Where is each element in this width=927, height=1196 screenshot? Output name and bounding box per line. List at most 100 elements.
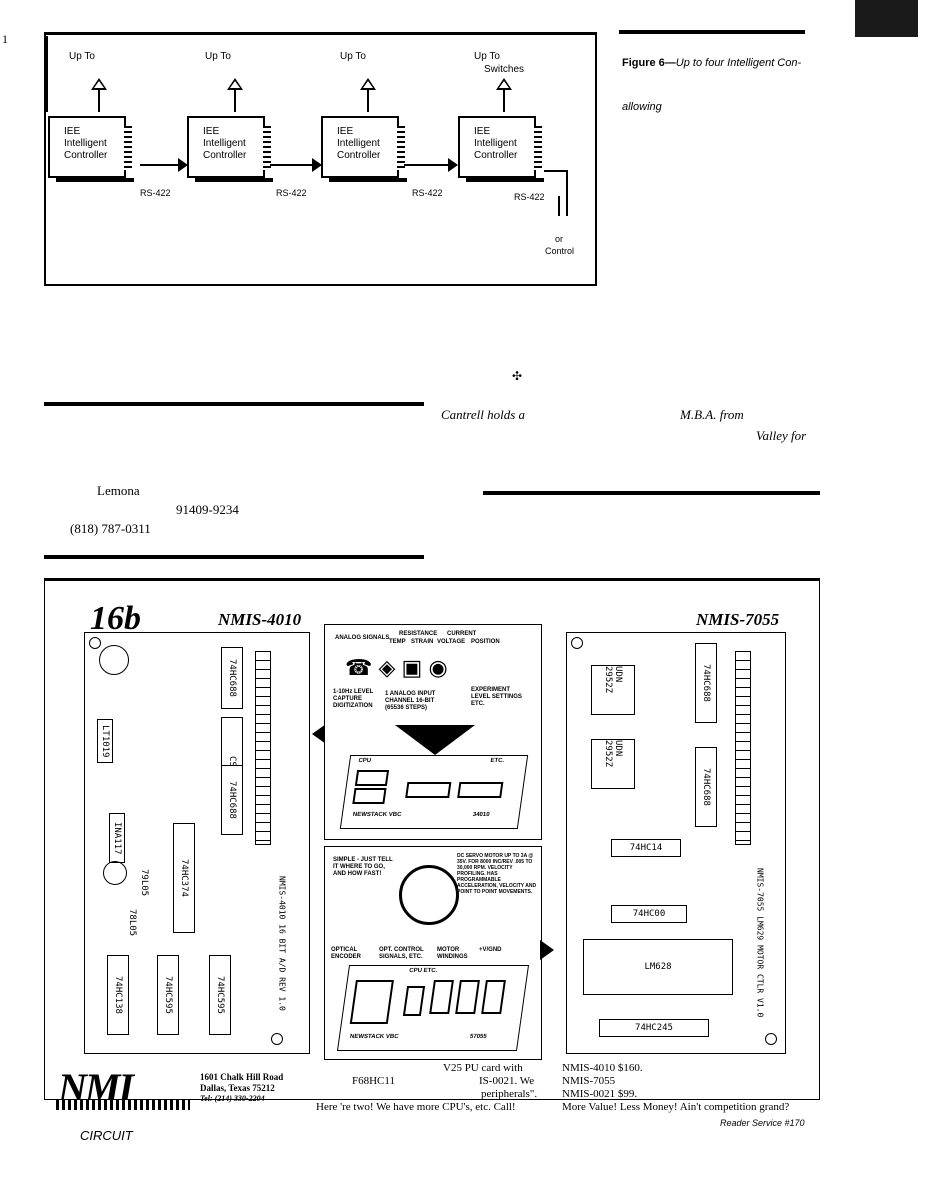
controller-3-pins: [397, 126, 405, 170]
chip-block-2: [352, 788, 387, 804]
ad-top-rule: [44, 578, 820, 580]
link-drop-4: [566, 170, 568, 216]
center-copy-5: Here 're two! We have more CPU's, etc. C…: [316, 1101, 516, 1113]
footer-circuit: CIRCUIT: [80, 1128, 133, 1143]
left-board-capacitor: [99, 645, 129, 675]
figure-number: Figure 6—: [622, 57, 676, 69]
center-panel-bottom: SIMPLE - JUST TELL IT WHERE TO GO, AND H…: [324, 846, 542, 1060]
margin-mark: 1: [2, 32, 8, 46]
rs422-label-1: RS-422: [140, 188, 171, 198]
link-line-4: [544, 170, 568, 172]
center-copy-1: V25 PU card with: [443, 1062, 523, 1074]
newstack-label-bottom: NEWSTACK VBC: [349, 1034, 399, 1040]
arrow-stem-2: [234, 90, 236, 112]
chip-block-9: [481, 980, 506, 1014]
figure-caption-text: Up to four Intelligent Con-: [675, 57, 802, 69]
arrow-stem-1: [98, 90, 100, 112]
address-zip: 91409-9234: [176, 502, 239, 517]
figure-left-bar: [44, 36, 48, 112]
signal-icons: ☎ ◈ ▣ ◉: [345, 655, 448, 680]
footer-reader-service: Reader Service #170: [720, 1118, 805, 1128]
chip-74hc245: 74HC245: [599, 1019, 709, 1037]
company-street: 1601 Chalk Hill Road: [200, 1072, 284, 1082]
up-to-label-4: Up To: [474, 51, 500, 62]
chip-74hc688-c: 74HC688: [695, 643, 717, 723]
controller-2-line1: IEE: [203, 126, 220, 137]
controller-4-line2: Intelligent: [474, 138, 517, 149]
right-board: 74HC688 74HC688 UDN 2952Z UDN 2952Z 74HC…: [566, 632, 786, 1054]
left-board-connector: [255, 651, 271, 845]
control-label: Control: [545, 246, 575, 256]
cpu-card-illustration-bottom: CPU ETC. NEWSTACK VBC 57055: [336, 965, 530, 1051]
switches-label: Switches: [484, 64, 525, 75]
chip-block-3: [405, 782, 452, 798]
newstack-label-top: NEWSTACK VBC: [352, 812, 402, 818]
controller-1-pins: [124, 126, 132, 170]
arrow-right-icon: [540, 940, 554, 960]
arrow-stem-4: [503, 90, 505, 112]
top-rule-right: [619, 30, 805, 34]
chip-lm628: LM628: [583, 939, 733, 995]
address-rule-bottom: [44, 555, 424, 559]
chip-block-6: [402, 986, 426, 1016]
up-to-label-3: Up To: [340, 51, 366, 62]
label-analog-input: 1 ANALOG INPUT CHANNEL 16-BIT (65536 STE…: [385, 691, 436, 711]
arrow-up-4: [496, 78, 512, 90]
address-rule-top: [44, 402, 424, 406]
label-vgnd: +V/GND: [479, 947, 502, 953]
chip-78l05: 78L05: [125, 903, 139, 943]
controller-1-line2: Intelligent: [64, 138, 107, 149]
link-line-2: [270, 164, 316, 166]
label-strain: STRAIN: [411, 639, 434, 645]
label-simple: SIMPLE - JUST TELL IT WHERE TO GO, AND H…: [333, 857, 393, 877]
label-optical-encoder: OPTICAL ENCODER: [331, 947, 362, 960]
controller-2-line3: Controller: [203, 150, 247, 161]
figure-caption-line1: Figure 6—Up to four Intelligent Con-: [622, 57, 801, 69]
chip-74hc688-a: 74HC688: [221, 647, 243, 709]
controller-box-1: IEE Intelligent Controller: [48, 116, 134, 182]
price-line-3: NMIS-0021 $99.: [562, 1088, 638, 1100]
down-arrow-icon: [395, 725, 475, 755]
chip-block-8: [455, 980, 480, 1014]
chip-74hc138: 74HC138: [107, 955, 129, 1035]
arrow-up-3: [360, 78, 376, 90]
chip-74hc374: 74HC374: [173, 823, 195, 933]
controller-4-pins: [534, 126, 542, 170]
controller-2-line2: Intelligent: [203, 138, 246, 149]
board-number-bottom: 57055: [469, 1034, 488, 1040]
address-street: Lemona: [97, 483, 140, 498]
label-analog-signals: ANALOG SIGNALS: [335, 635, 390, 641]
link-drop-4b: [558, 196, 560, 216]
servo-motor-illustration: [399, 865, 459, 925]
chip-79l05: 79L05: [137, 863, 151, 903]
right-board-label: NMIS-7055 LM629 MOTOR CTLR V1.0: [753, 853, 767, 1033]
right-board-connector: [735, 651, 751, 845]
corner-block: [855, 0, 918, 37]
label-voltage: VOLTAGE: [437, 639, 466, 645]
chip-block-4: [457, 782, 504, 798]
rs422-label-2: RS-422: [276, 188, 307, 198]
label-dc-servo: DC SERVO MOTOR UP TO 3A @ 35V. FOR 8000 …: [457, 853, 537, 895]
arrow-left-icon: [312, 724, 326, 744]
company-phone: Tel: (214) 330-2204: [200, 1094, 265, 1103]
controller-2-shadow: [195, 178, 273, 182]
logo-stripes: [56, 1100, 190, 1110]
center-copy-2: F68HC11: [352, 1075, 395, 1087]
controller-1-line3: Controller: [64, 150, 108, 161]
cpu-label-top: CPU: [357, 758, 372, 764]
controller-3-line2: Intelligent: [337, 138, 380, 149]
figure-caption-line2: allowing: [622, 101, 662, 113]
controller-4-shadow: [466, 178, 544, 182]
right-board-model: NMIS-7055: [696, 610, 780, 629]
chip-74hc595-b: 74HC595: [209, 955, 231, 1035]
label-motor-windings: MOTOR WINDINGS: [437, 947, 468, 960]
company-city: Dallas, Texas 75212: [200, 1083, 275, 1093]
center-copy-4: peripherals".: [481, 1088, 538, 1100]
bio-line1-b: M.B.A. from: [680, 407, 744, 422]
chip-ina117: INA117: [109, 813, 125, 863]
label-temp: TEMP: [389, 639, 406, 645]
etc-label-top: ETC.: [489, 758, 505, 764]
chip-74hc595-a: 74HC595: [157, 955, 179, 1035]
chip-block-7: [429, 980, 454, 1014]
right-board-mounting-hole-tl: [571, 637, 583, 649]
